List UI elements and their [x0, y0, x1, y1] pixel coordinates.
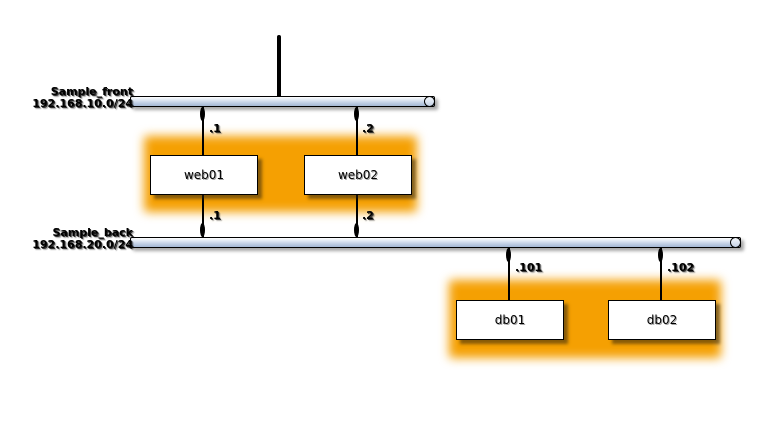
network-address: 192.168.20.0/24 [32, 238, 133, 251]
node-web02: web02 [304, 155, 412, 195]
port-label: .102 [667, 261, 695, 274]
port-label: .2 [362, 122, 374, 135]
node-label: web01 [183, 168, 225, 182]
network-bar-end-cap-icon [424, 96, 435, 107]
network-bar-sample-front [130, 96, 435, 107]
connector-endpoint-icon [354, 223, 359, 237]
network-name: Sample_front [50, 85, 133, 98]
connector-back-db01 [508, 247, 510, 300]
port-label: .2 [362, 209, 374, 222]
port-label: .1 [209, 209, 221, 222]
network-bar-end-cap-icon [730, 237, 741, 248]
network-label-sample-front: Sample_front 192.168.10.0/24 [11, 86, 133, 110]
node-label: db02 [646, 313, 678, 327]
node-label: db01 [494, 313, 526, 327]
connector-endpoint-icon [506, 248, 511, 262]
connector-endpoint-icon [200, 223, 205, 237]
node-db02: db02 [608, 300, 716, 340]
network-name: Sample_back [52, 226, 133, 239]
port-label: .1 [209, 122, 221, 135]
connector-endpoint-icon [658, 248, 663, 262]
connector-back-db02 [660, 247, 662, 300]
network-label-sample-back: Sample_back 192.168.20.0/24 [11, 227, 133, 251]
port-label: .101 [515, 261, 543, 274]
node-db01: db01 [456, 300, 564, 340]
network-bar-sample-back [130, 237, 741, 248]
network-address: 192.168.10.0/24 [32, 97, 133, 110]
node-label: web02 [337, 168, 379, 182]
connector-back-web01 [202, 193, 204, 238]
connector-endpoint-icon [354, 107, 359, 121]
connector-front-web01 [202, 106, 204, 155]
connector-back-web02 [356, 193, 358, 238]
uplink-line [277, 35, 281, 97]
connector-endpoint-icon [200, 107, 205, 121]
connector-front-web02 [356, 106, 358, 155]
node-web01: web01 [150, 155, 258, 195]
